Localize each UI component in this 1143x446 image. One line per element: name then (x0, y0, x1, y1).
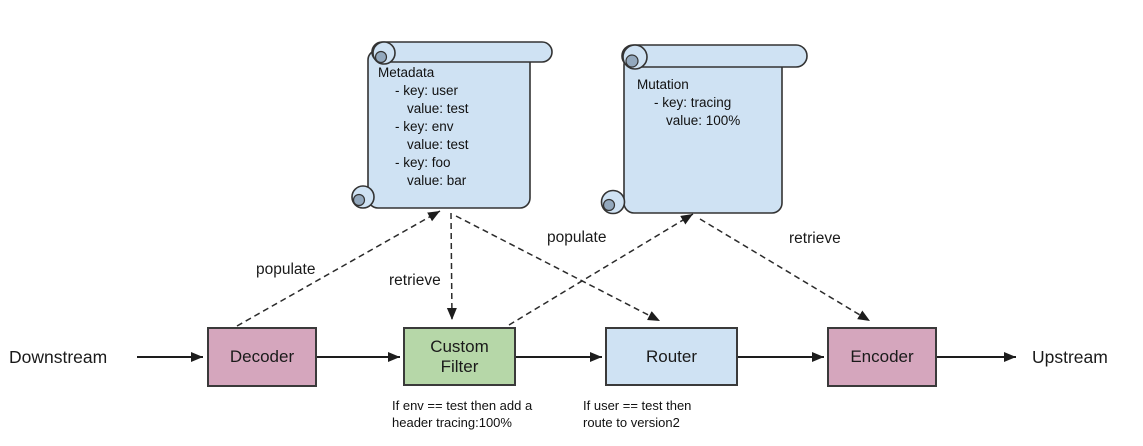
node-encoder-label: Encoder (850, 347, 914, 366)
metadata-key-line: - key: foo (395, 155, 451, 170)
router-caption-line1: If user == test then (583, 398, 692, 413)
metadata-scroll-text: Metadata - key: user value: test - key: … (378, 64, 469, 190)
mutation-scroll-title: Mutation (637, 77, 689, 92)
metadata-key-line: - key: user (395, 83, 459, 98)
node-custom-filter: Custom Filter (403, 327, 516, 386)
node-decoder-label: Decoder (229, 347, 295, 366)
mutation-value-line: value: 100% (666, 113, 741, 128)
dashed-arrow-metadata-to-router (455, 215, 661, 322)
mutation-scroll-roll (621, 44, 808, 68)
dashed-arrow-mutation-to-encoder (699, 218, 871, 322)
metadata-value-line: value: bar (407, 173, 467, 188)
dashed-arrow-filter-to-mutation (508, 213, 694, 326)
node-router: Router (605, 327, 738, 386)
node-encoder: Encoder (827, 327, 937, 387)
metadata-scroll-roll (371, 41, 553, 63)
mutation-key-line: - key: tracing (654, 95, 732, 110)
node-custom-filter-label: Custom Filter (430, 336, 489, 376)
custom-filter-caption-line1: If env == test then add a (392, 398, 533, 413)
edge-label-retrieve-encoder: retrieve (789, 230, 841, 247)
metadata-scroll-bottom-curl-inner (352, 193, 366, 207)
mutation-scroll-bottom-curl-inner (602, 198, 616, 212)
mutation-scroll-text: Mutation - key: tracing value: 100% (637, 76, 740, 130)
metadata-value-line: value: test (407, 137, 469, 152)
dashed-arrow-decoder-to-metadata (236, 210, 441, 327)
upstream-label: Upstream (1032, 347, 1108, 367)
router-caption-line2: route to version2 (583, 415, 680, 430)
mutation-scroll-top-curl-inner (625, 54, 639, 68)
edge-label-populate-filter: populate (547, 229, 607, 246)
metadata-scroll-title: Metadata (378, 65, 435, 80)
metadata-scroll-top-curl-inner (374, 50, 388, 64)
edge-label-retrieve-filter: retrieve (389, 272, 441, 289)
downstream-label: Downstream (9, 347, 108, 367)
metadata-key-line: - key: env (395, 119, 454, 134)
dashed-arrow-metadata-to-filter (446, 212, 457, 321)
custom-filter-caption: If env == test then add a header tracing… (392, 397, 572, 431)
node-router-label: Router (645, 346, 698, 366)
custom-filter-caption-line2: header tracing:100% (392, 415, 512, 430)
router-caption: If user == test then route to version2 (583, 397, 743, 431)
metadata-scroll (351, 41, 553, 209)
node-decoder: Decoder (207, 327, 317, 387)
mutation-scroll (600, 44, 808, 215)
edge-label-populate-decoder: populate (256, 261, 316, 278)
metadata-value-line: value: test (407, 101, 469, 116)
